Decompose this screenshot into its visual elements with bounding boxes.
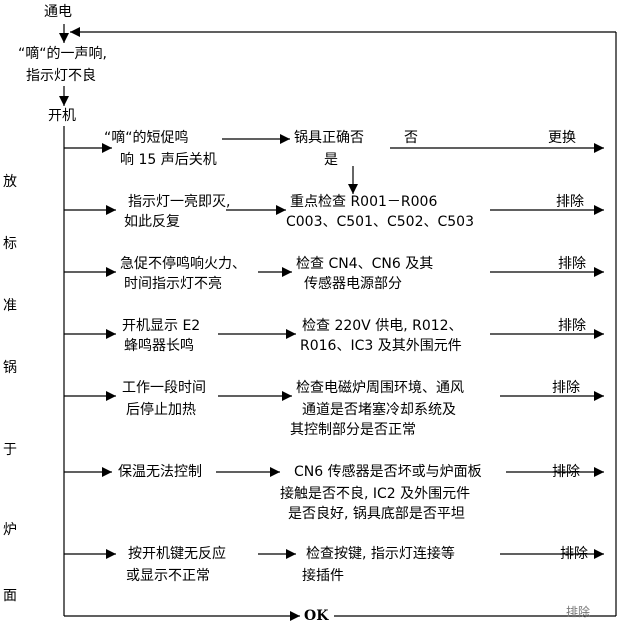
row7-check-line2: 接插件 — [302, 568, 344, 584]
row3-symptom-line1: 急促不停鸣响火力、 — [120, 256, 246, 272]
row4-result: 排除 — [558, 318, 586, 334]
row1-symptom-line2: 响 15 声后关机 — [120, 152, 217, 168]
row7-check-line1: 检查按键, 指示灯连接等 — [306, 546, 455, 562]
row3-result: 排除 — [558, 256, 586, 272]
row4-symptom-line2: 蜂鸣器长鸣 — [124, 338, 194, 354]
row2-check-line1: 重点检查 R001－R006 — [290, 194, 438, 210]
row5-check-line1: 检查电磁炉周围环境、通风 — [296, 380, 464, 396]
row1-yes-label: 是 — [324, 152, 338, 168]
row5-result: 排除 — [552, 380, 580, 396]
side-char-2: 标 — [3, 236, 17, 252]
ok-label: OK — [304, 608, 329, 624]
end-result-label: 排除 — [566, 605, 591, 619]
row6-result: 排除 — [552, 464, 580, 480]
row1-no-label: 否 — [404, 130, 418, 146]
side-char-7: 面 — [3, 588, 17, 604]
row4-check-line1: 检查 220V 供电, R012、 — [302, 318, 463, 334]
row3-symptom-line2: 时间指示灯不亮 — [124, 276, 222, 292]
row7-symptom-line2: 或显示不正常 — [126, 568, 210, 584]
row7-symptom-line1: 按开机键无反应 — [128, 546, 226, 562]
row6-symptom: 保温无法控制 — [118, 464, 202, 480]
row2-check-line2: C003、C501、C502、C503 — [286, 214, 474, 230]
row1-check: 锅具正确否 — [294, 130, 364, 146]
row4-symptom-line1: 开机显示 E2 — [122, 318, 201, 334]
row7-result: 排除 — [560, 546, 588, 562]
row4-check-line2: R016、IC3 及其外围元件 — [300, 338, 462, 354]
row5-check-line3: 其控制部分是否正常 — [290, 422, 416, 438]
row2-symptom-line2: 如此反复 — [124, 214, 180, 230]
row5-check-line2: 通道是否堵塞冷却系统及 — [302, 402, 456, 418]
row2-result: 排除 — [556, 194, 584, 210]
side-char-1: 放 — [3, 174, 17, 190]
row1-symptom-line1: “嘀“的短促鸣 — [104, 130, 189, 146]
beep-fault-line2: 指示灯不良 — [26, 68, 96, 84]
row3-check-line1: 检查 CN4、CN6 及其 — [296, 256, 434, 272]
row1-result: 更换 — [548, 130, 576, 146]
side-char-6: 炉 — [3, 522, 17, 538]
row6-check-line3: 是否良好, 锅具底部是否平坦 — [288, 506, 465, 522]
row3-check-line2: 传感器电源部分 — [304, 276, 402, 292]
beep-fault-line1: “嘀“的一声响, — [18, 46, 107, 62]
side-char-4: 锅 — [3, 360, 17, 376]
row5-symptom-line1: 工作一段时间 — [122, 380, 206, 396]
start-label: 通电 — [44, 4, 72, 20]
row6-check-line2: 接触是否不良, IC2 及外围元件 — [280, 486, 471, 502]
side-char-3: 准 — [3, 298, 17, 314]
power-on-label: 开机 — [48, 108, 76, 124]
row2-symptom-line1: 指示灯一亮即灭, — [128, 194, 231, 210]
side-char-5: 于 — [3, 442, 17, 458]
row5-symptom-line2: 后停止加热 — [126, 402, 196, 418]
row6-check-line1: CN6 传感器是否坏或与炉面板 — [294, 464, 482, 480]
